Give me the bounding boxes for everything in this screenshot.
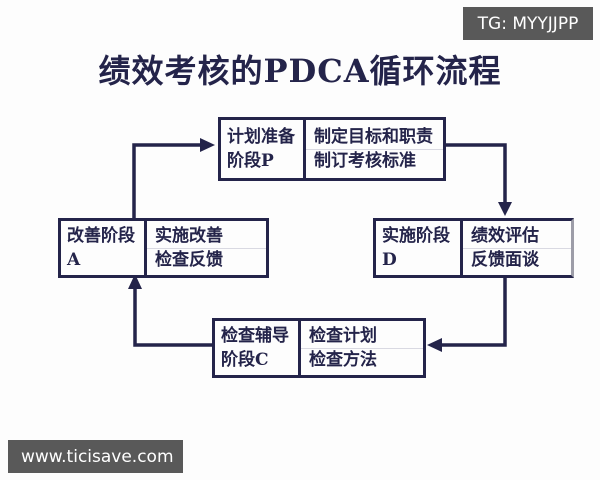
cell-divider-line	[147, 248, 266, 249]
node-check-stage: 检查辅导 阶段C 检查计划 检查方法	[212, 318, 426, 378]
cell-divider-line	[301, 348, 423, 349]
arrowhead-act-to-plan	[200, 138, 215, 152]
connector-plan-to-do	[440, 143, 507, 205]
node-plan-stage: 计划准备 阶段P 制定目标和职责 制订考核标准	[218, 117, 446, 181]
do-detail-label: 绩效评估 反馈面谈	[463, 221, 571, 275]
node-act-stage: 改善阶段 A 实施改善 检查反馈	[58, 218, 269, 278]
cell-divider-line	[306, 149, 443, 150]
check-stage-label: 检查辅导 阶段C	[215, 321, 301, 375]
connector-check-to-act	[133, 286, 212, 347]
check-detail-label: 检查计划 检查方法	[301, 321, 423, 375]
node-do-stage: 实施阶段 D 绩效评估 反馈面谈	[373, 218, 574, 278]
act-stage-label: 改善阶段 A	[61, 221, 147, 275]
do-stage-label: 实施阶段 D	[376, 221, 463, 275]
connector-do-to-check	[439, 272, 507, 347]
plan-stage-label: 计划准备 阶段P	[221, 120, 306, 178]
arrowhead-plan-to-do	[498, 202, 512, 216]
cell-divider-line	[463, 248, 571, 249]
watermark-badge: www.ticisave.com	[8, 440, 183, 473]
page-title: 绩效考核的PDCA循环流程	[98, 52, 502, 90]
connector-act-to-plan	[132, 143, 203, 218]
plan-detail-label: 制定目标和职责 制订考核标准	[306, 120, 443, 178]
arrowhead-do-to-check	[427, 338, 442, 352]
act-detail-label: 实施改善 检查反馈	[147, 221, 266, 275]
telegram-badge: TG: MYYJJPP	[463, 7, 593, 40]
